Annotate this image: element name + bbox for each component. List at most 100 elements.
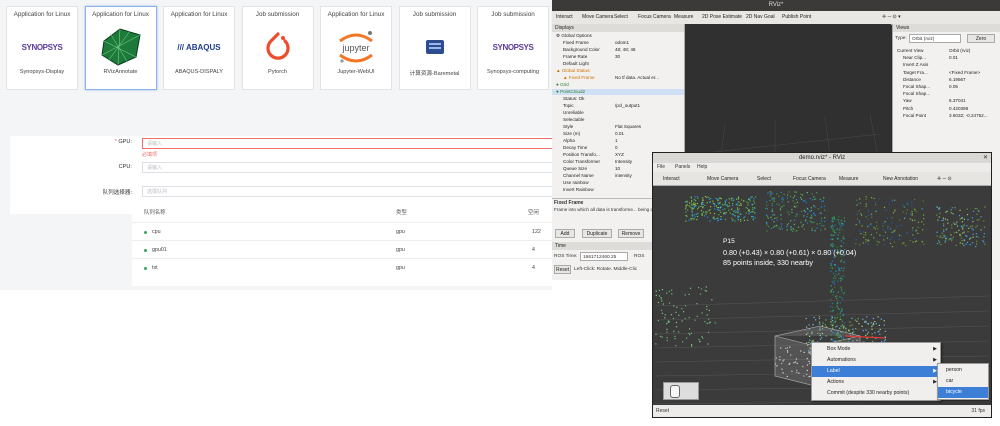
zero-button[interactable]: Zero	[967, 34, 995, 43]
tool-select[interactable]: Select	[614, 14, 628, 20]
menu-help[interactable]: Help	[697, 164, 708, 170]
display-property-row[interactable]: Invert Rainbow	[552, 187, 684, 193]
display-property-row[interactable]: ● Grid	[552, 82, 684, 88]
tool-2d-pose-estimate[interactable]: 2D Pose Estimate	[702, 14, 743, 20]
display-property-row[interactable]: ● PointCloud2	[552, 89, 684, 96]
view-property-row[interactable]: Near Clip...0.01	[893, 55, 1000, 61]
tool-focus-camera[interactable]: Focus Camera	[638, 14, 671, 20]
label-option-car[interactable]: car	[946, 378, 954, 384]
display-property-row[interactable]: Selectable	[552, 117, 684, 123]
cpu-input[interactable]: 请输入	[142, 162, 562, 173]
property-key-text: Color Transformer	[563, 159, 601, 164]
annotation-viewport[interactable]: P15 0.80 (+0.43) × 0.80 (+0.61) × 0.80 (…	[655, 186, 989, 404]
remove-button[interactable]: Remove	[618, 229, 644, 238]
toolbar-extra-icons[interactable]: ✛ ─ ⊙	[937, 176, 952, 182]
context-menu-item[interactable]: Automations▶	[812, 355, 940, 366]
tool-2d-nav-goal[interactable]: 2D Nav Goal	[746, 14, 775, 20]
tool-move-camera[interactable]: Move Camera	[707, 176, 739, 182]
tool-new-annotation[interactable]: New Annotation	[883, 176, 919, 182]
context-menu-item[interactable]: Box Mode▶	[812, 344, 940, 355]
view-property-row[interactable]: Target Fra...<Fixed Frame>	[893, 70, 1000, 76]
display-property-row[interactable]: Unreliable	[552, 110, 684, 116]
view-property-row[interactable]: Focal Shap...0.05	[893, 84, 1000, 90]
tool-move-camera[interactable]: Move Camera	[582, 14, 614, 20]
property-key-text: Style	[563, 124, 574, 129]
tool-interact[interactable]: Interact	[556, 14, 573, 20]
view-property-key: Near Clip...	[903, 55, 926, 61]
display-property-row[interactable]: Default Light	[552, 61, 684, 67]
card-logo: SYNOPSYS	[488, 29, 538, 65]
gpu-input[interactable]: 请输入	[142, 138, 562, 149]
context-menu-item[interactable]: Actions▶	[812, 377, 940, 388]
menu-file[interactable]: File	[657, 164, 666, 170]
label-option-person[interactable]: person	[946, 367, 962, 373]
label-option-bicycle[interactable]: bicycle	[938, 387, 988, 398]
add-button[interactable]: Add	[555, 229, 575, 238]
display-property-row[interactable]: Size (m)0.01	[552, 131, 684, 137]
display-property-row[interactable]: ▲ Global Status:	[552, 68, 684, 74]
display-property-row[interactable]: ⚙ Global Options	[552, 33, 684, 39]
property-key: Frame Rate	[563, 54, 587, 60]
view-property-row[interactable]: Invert Z Axis	[893, 62, 1000, 68]
close-icon[interactable]: ✕	[982, 155, 988, 161]
tool-measure[interactable]: Measure	[674, 14, 694, 20]
queue-free: 122	[532, 229, 541, 235]
toolbar-extra-icons[interactable]: ✛ ─ ⊙ ▾	[882, 14, 901, 20]
context-menu-item[interactable]: Label▶	[812, 366, 940, 377]
tool-focus-camera[interactable]: Focus Camera	[793, 176, 826, 182]
card-logo: SYNOPSYS	[17, 29, 67, 65]
tool-publish-point[interactable]: Publish Point	[782, 14, 812, 20]
reset-button[interactable]: Reset	[554, 265, 571, 274]
tool-measure[interactable]: Measure	[839, 176, 859, 182]
display-property-row[interactable]: Use rainbow	[552, 180, 684, 186]
tool-interact[interactable]: Interact	[663, 176, 680, 182]
property-key-text: Status: Ok	[563, 96, 585, 101]
view-type-select[interactable]: Orbit (rviz)	[909, 34, 961, 43]
property-value: XYZ	[615, 152, 624, 157]
demo-reset-button[interactable]: Reset	[656, 408, 670, 414]
display-property-row[interactable]: Topic/pcl_output1	[552, 103, 684, 109]
ros-time-field[interactable]: 1661712460.25	[580, 252, 628, 261]
label-submenu: person car bicycle	[937, 363, 989, 400]
gpu-error: 必填项	[142, 152, 158, 158]
duplicate-button[interactable]: Duplicate	[582, 229, 612, 238]
property-key: Alpha	[563, 138, 575, 144]
queue-select[interactable]: 选择队列	[142, 186, 562, 197]
view-property-row[interactable]: Focal Shap...	[893, 91, 1000, 97]
view-property-key: Pitch	[903, 105, 914, 111]
view-property-key: Invert Z Axis	[903, 62, 929, 68]
menu-panels[interactable]: Panels	[675, 164, 691, 170]
property-value: No tf data. Actual er...	[615, 75, 659, 80]
context-menu-item[interactable]: Commit (despite 330 nearby points)	[812, 388, 940, 399]
property-key: Decay Time	[563, 145, 587, 151]
property-key: Default Light	[563, 61, 589, 67]
tool-select[interactable]: Select	[757, 176, 771, 182]
display-property-row[interactable]: Position Transfo...XYZ	[552, 152, 684, 158]
display-property-row[interactable]: Status: Ok	[552, 96, 684, 102]
